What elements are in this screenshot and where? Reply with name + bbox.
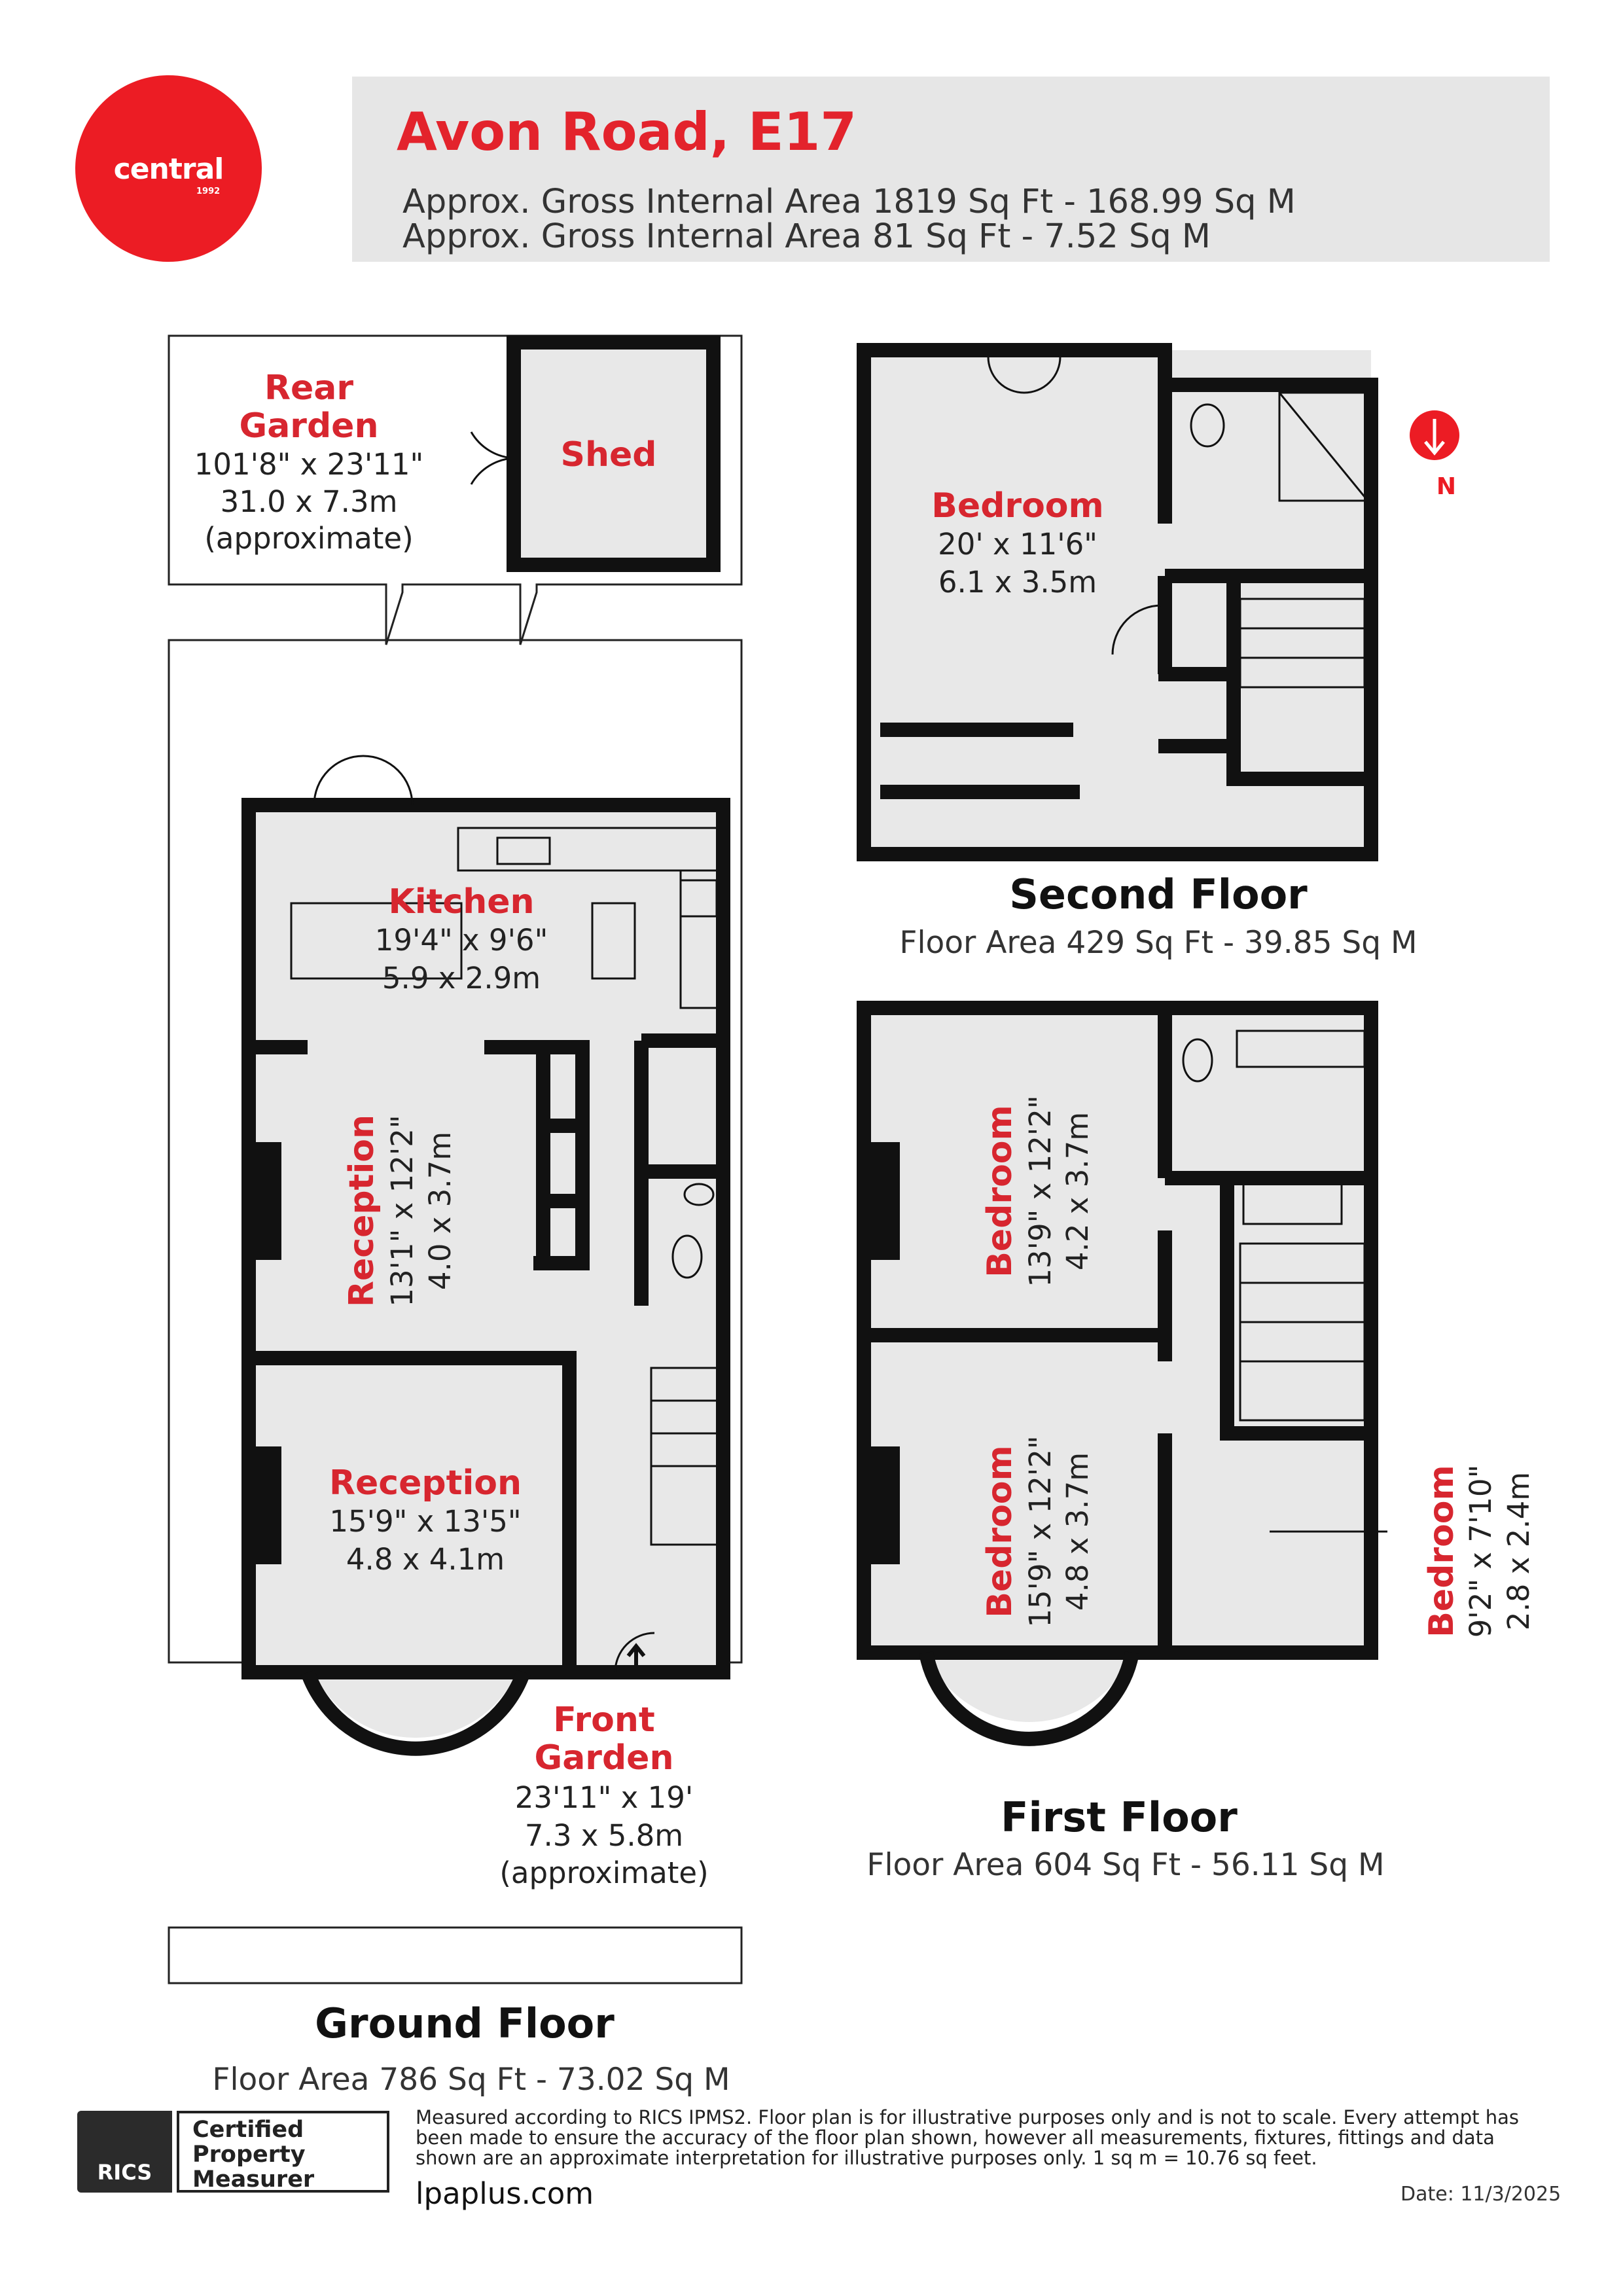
shed-label: Shed bbox=[561, 435, 657, 475]
reception-rear-dim-metric: 4.0 x 3.7m bbox=[423, 1132, 457, 1290]
side-return-outline bbox=[168, 639, 743, 1664]
reception-front-dim-imperial: 15'9" x 13'5" bbox=[329, 1504, 521, 1539]
gross-area-line-1: Approx. Gross Internal Area 1819 Sq Ft -… bbox=[402, 183, 1296, 221]
property-title: Avon Road, E17 bbox=[397, 101, 857, 162]
first-bedroom-rear-label: Bedroom bbox=[980, 1105, 1020, 1277]
second-floor-plan bbox=[857, 343, 1378, 861]
rear-garden-outline bbox=[168, 334, 743, 645]
first-bedroom-front-dim-imperial: 15'9" x 12'2" bbox=[1023, 1435, 1058, 1627]
front-garden-approx: (approximate) bbox=[499, 1856, 708, 1890]
plan-date: Date: 11/3/2025 bbox=[1400, 2183, 1561, 2206]
first-bedroom-small-label: Bedroom bbox=[1422, 1465, 1461, 1637]
header-panel: Avon Road, E17 Approx. Gross Internal Ar… bbox=[352, 77, 1550, 262]
rear-garden-label-1: Rear bbox=[264, 368, 353, 408]
website-link[interactable]: lpaplus.com bbox=[416, 2176, 594, 2211]
first-bedroom-rear-dim-metric: 4.2 x 3.7m bbox=[1060, 1112, 1095, 1270]
brand-logo: central 1992 bbox=[75, 75, 262, 262]
shed-floor bbox=[514, 342, 713, 565]
certified-property-measurer: Certified Property Measurer bbox=[177, 2111, 389, 2193]
brand-year: 1992 bbox=[196, 187, 221, 196]
front-garden-label-2: Garden bbox=[535, 1738, 674, 1778]
second-bedroom-dim-metric: 6.1 x 3.5m bbox=[938, 565, 1097, 600]
front-garden-dim-imperial: 23'11" x 19' bbox=[515, 1780, 693, 1815]
kitchen-dim-metric: 5.9 x 2.9m bbox=[382, 961, 541, 996]
rics-line-3: Measurer bbox=[192, 2166, 315, 2193]
first-floor-walls bbox=[857, 1001, 1378, 1660]
shed-walls bbox=[507, 335, 721, 572]
second-bedroom-dim-imperial: 20' x 11'6" bbox=[938, 527, 1097, 562]
disclaimer: Measured according to RICS IPMS2. Floor … bbox=[416, 2106, 1520, 2169]
reception-front-label: Reception bbox=[329, 1463, 522, 1503]
second-floor-area: Floor Area 429 Sq Ft - 39.85 Sq M bbox=[899, 925, 1418, 961]
ground-floor-plan bbox=[168, 334, 743, 1984]
first-bedroom-front-dim-metric: 4.8 x 3.7m bbox=[1060, 1452, 1095, 1611]
front-garden-label-1: Front bbox=[553, 1700, 654, 1740]
rear-garden-dim-metric: 31.0 x 7.3m bbox=[221, 484, 398, 519]
first-floor-plan bbox=[857, 1001, 1387, 1746]
rics-line-2: Property bbox=[192, 2142, 306, 2168]
rear-garden-label-2: Garden bbox=[240, 406, 379, 446]
reception-rear-label: Reception bbox=[342, 1115, 382, 1307]
second-floor-walls bbox=[857, 343, 1378, 861]
front-garden-dim-metric: 7.3 x 5.8m bbox=[525, 1818, 683, 1853]
second-floor-title: Second Floor bbox=[1009, 870, 1308, 918]
rics-line-1: Certified bbox=[192, 2117, 304, 2143]
second-bedroom-label: Bedroom bbox=[931, 486, 1103, 526]
rear-garden-dim-imperial: 101'8" x 23'11" bbox=[194, 447, 423, 482]
kitchen-label: Kitchen bbox=[388, 882, 534, 922]
rics-badge: RICS Certified Property Measurer bbox=[77, 2111, 391, 2193]
kitchen-dim-imperial: 19'4" x 9'6" bbox=[375, 923, 548, 958]
brand-name: central bbox=[113, 152, 224, 186]
first-bedroom-small-dim-imperial: 9'2" x 7'10" bbox=[1463, 1465, 1498, 1638]
ground-floor-title: Ground Floor bbox=[315, 2000, 615, 2047]
gross-area-line-2: Approx. Gross Internal Area 81 Sq Ft - 7… bbox=[402, 217, 1211, 256]
first-floor-area: Floor Area 604 Sq Ft - 56.11 Sq M bbox=[866, 1847, 1385, 1883]
ground-floor-walls bbox=[241, 798, 730, 1679]
first-bedroom-small-dim-metric: 2.8 x 2.4m bbox=[1501, 1472, 1536, 1630]
reception-front-dim-metric: 4.8 x 4.1m bbox=[346, 1542, 505, 1577]
compass-label: N bbox=[1436, 473, 1456, 500]
reception-rear-dim-imperial: 13'1" x 12'2" bbox=[385, 1115, 419, 1306]
ground-floor-area: Floor Area 786 Sq Ft - 73.02 Sq M bbox=[212, 2062, 730, 2098]
first-bedroom-front-label: Bedroom bbox=[980, 1445, 1020, 1617]
first-bedroom-rear-dim-imperial: 13'9" x 12'2" bbox=[1023, 1095, 1058, 1287]
first-floor-title: First Floor bbox=[1001, 1793, 1238, 1841]
rics-mark: RICS bbox=[97, 2160, 152, 2185]
rear-garden-approx: (approximate) bbox=[204, 521, 413, 556]
rics-logo: RICS bbox=[77, 2111, 172, 2193]
compass-north-icon bbox=[1410, 410, 1459, 460]
